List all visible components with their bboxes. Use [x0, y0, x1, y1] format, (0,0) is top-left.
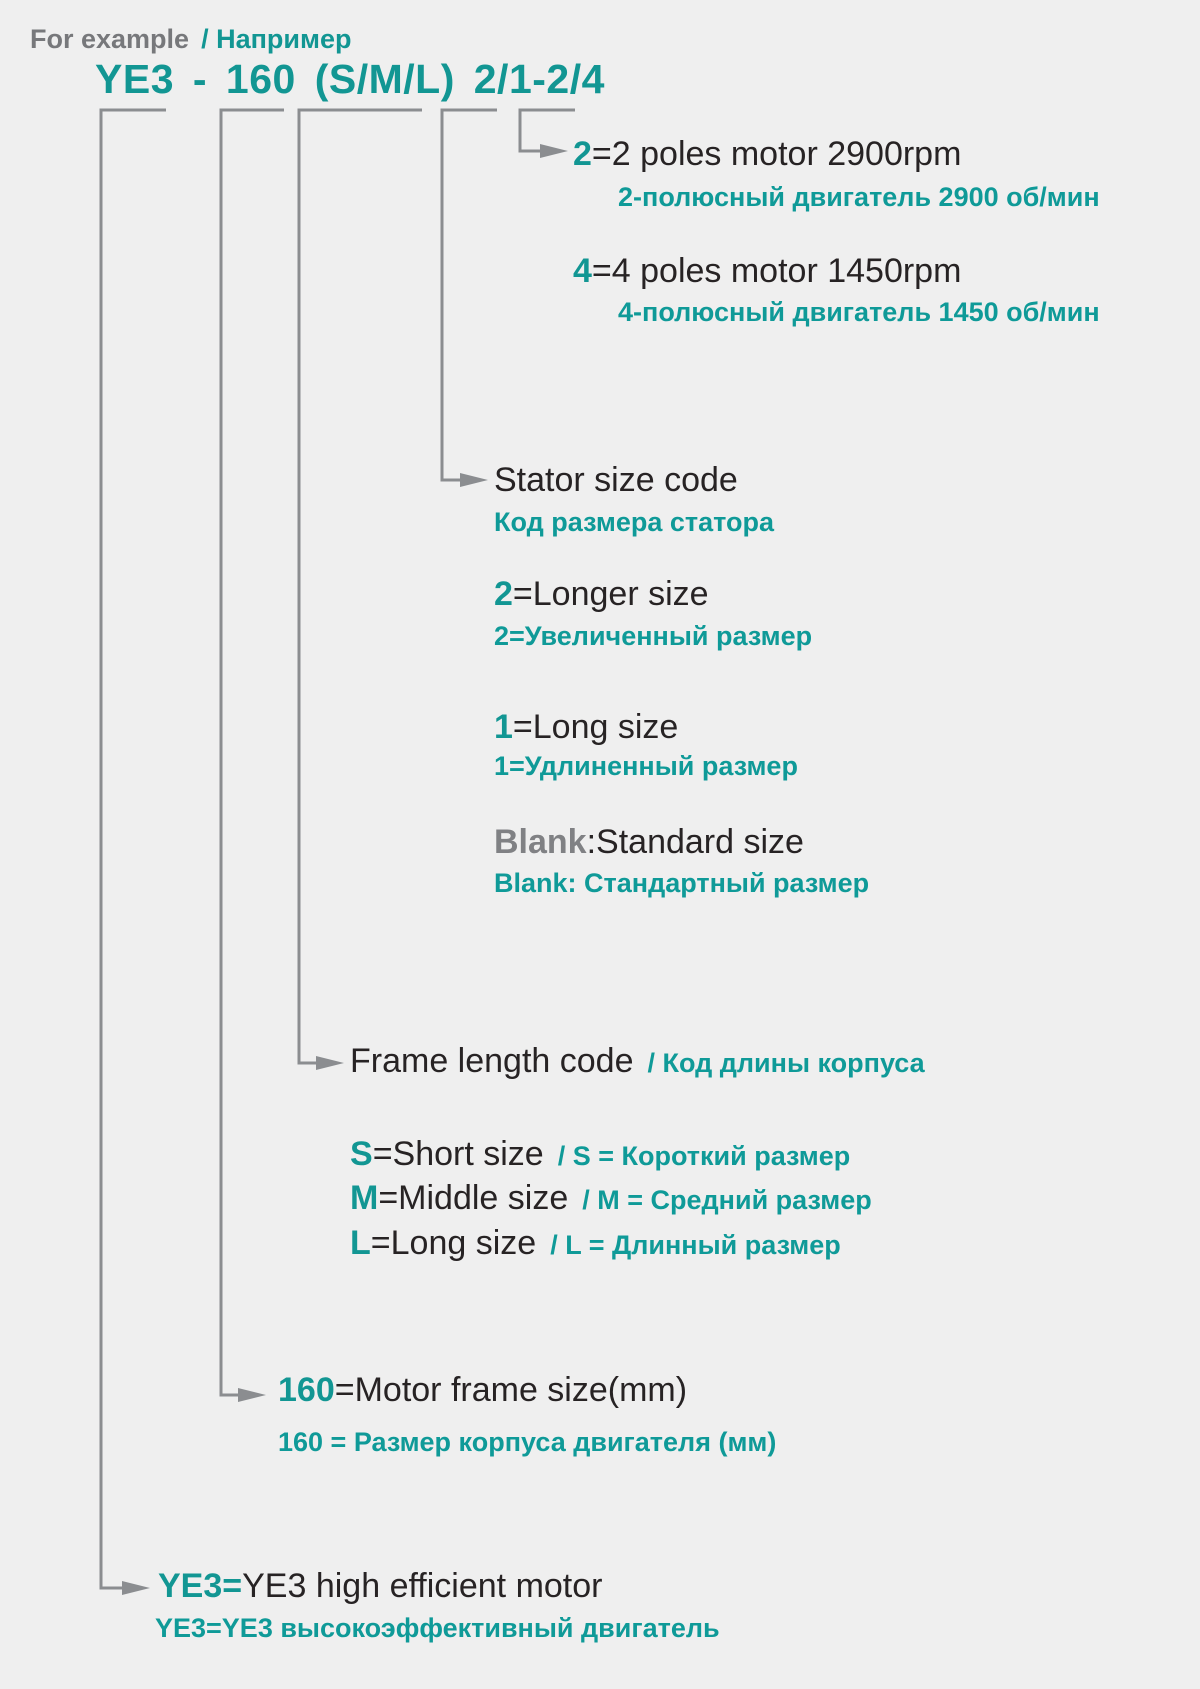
example-heading: For example / Например [30, 24, 351, 55]
arrow-icon-ye3 [122, 1581, 150, 1595]
example-label-en: For example [30, 24, 190, 54]
frame-title: Frame length code / Код длины корпуса [350, 1043, 925, 1081]
frame-optL-key: L [350, 1224, 371, 1262]
series-text-en: YE3 high efficient motor [242, 1567, 603, 1605]
stator-opt2-ru: 2=Увеличенный размер [494, 621, 813, 651]
framesize-line-ru: 160 = Размер корпуса двигателя (мм) [278, 1427, 777, 1457]
branch-line-160 [219, 108, 284, 1397]
frame-optS-en: =Short size [372, 1135, 544, 1173]
stator-title-ru: Код размера статора [494, 507, 774, 537]
poles4-key: 4 [573, 252, 592, 290]
poles2-key: 2 [573, 135, 592, 173]
frame-optS: S=Short size / S = Короткий размер [350, 1136, 850, 1174]
poles2-line-en: 2=2 poles motor 2900rpm [573, 136, 961, 172]
arrow-icon-21 [460, 473, 488, 487]
arrow-icon-160 [238, 1388, 266, 1402]
framesize-text-en: =Motor frame size(mm) [334, 1371, 688, 1409]
series-key: YE3= [158, 1567, 243, 1605]
poles4-text-en: =4 poles motor 1450rpm [591, 252, 962, 290]
stator-opt1-ru: 1=Удлиненный размер [494, 751, 798, 781]
series-line-ru: YE3=YE3 высокоэффективный двигатель [155, 1613, 720, 1643]
frame-optS-key: S [350, 1135, 373, 1173]
frame-optM-en: =Middle size [378, 1179, 569, 1217]
model-code: YE3 - 160 (S/M/L) 2/1-2/4 [95, 56, 605, 102]
branch-line-sml [297, 108, 422, 1065]
arrow-icon-sml [316, 1056, 344, 1070]
stator-opt2-en: 2=Longer size [494, 576, 709, 612]
frame-optM-ru: / M = Средний размер [582, 1185, 872, 1215]
stator-title-en: Stator size code [494, 461, 738, 499]
poles4-line-en: 4=4 poles motor 1450rpm [573, 253, 961, 289]
framesize-key: 160 [278, 1371, 335, 1409]
series-line-en: YE3=YE3 high efficient motor [158, 1568, 602, 1604]
stator-optblank-en: Blank:Standard size [494, 824, 804, 860]
frame-optL-en: =Long size [370, 1224, 537, 1262]
stator-optblank-ru: Blank: Стандартный размер [494, 868, 870, 898]
framesize-line-en: 160=Motor frame size(mm) [278, 1372, 687, 1408]
arrow-icon-24 [540, 144, 568, 158]
poles2-line-ru: 2-полюсный двигатель 2900 об/мин [618, 182, 1100, 212]
branch-line-21 [440, 108, 497, 482]
frame-title-en: Frame length code [350, 1042, 634, 1080]
stator-opt1-key: 1 [494, 708, 513, 746]
stator-optblank-text: :Standard size [586, 823, 804, 861]
stator-opt2-text: =Longer size [512, 575, 709, 613]
frame-optM: M=Middle size / M = Средний размер [350, 1180, 872, 1218]
stator-opt1-en: 1=Long size [494, 709, 678, 745]
stator-opt2-key: 2 [494, 575, 513, 613]
frame-title-ru: / Код длины корпуса [647, 1048, 925, 1078]
stator-opt1-text: =Long size [512, 708, 679, 746]
branch-line-ye3 [99, 108, 166, 1590]
branch-line-24 [518, 108, 575, 153]
frame-optL: L=Long size / L = Длинный размер [350, 1225, 841, 1263]
poles4-line-ru: 4-полюсный двигатель 1450 об/мин [618, 297, 1100, 327]
frame-optL-ru: / L = Длинный размер [550, 1230, 841, 1260]
poles2-text-en: =2 poles motor 2900rpm [591, 135, 962, 173]
frame-optM-key: M [350, 1179, 379, 1217]
frame-optS-ru: / S = Короткий размер [557, 1141, 851, 1171]
example-label-ru: / Например [201, 24, 352, 54]
stator-optblank-key: Blank [494, 823, 587, 861]
